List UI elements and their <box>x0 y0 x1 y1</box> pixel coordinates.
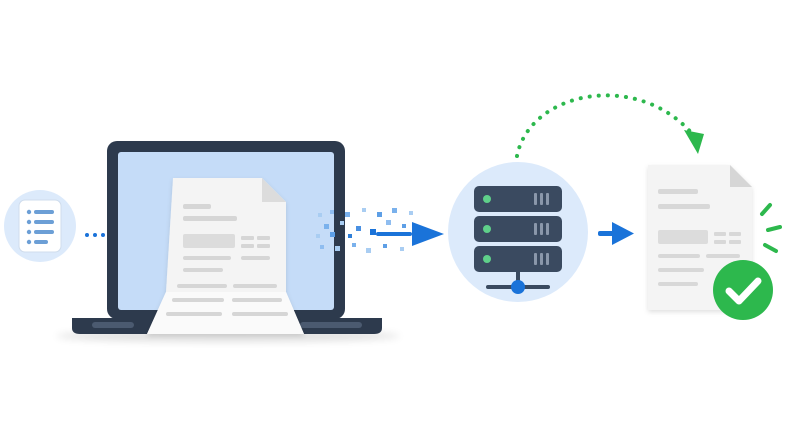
list-document-icon <box>18 199 62 253</box>
source-document-stage <box>4 190 76 262</box>
data-particles <box>316 208 413 253</box>
network-node-icon <box>511 280 525 294</box>
arrowhead-icon <box>684 130 704 154</box>
result-document-lines <box>658 189 741 286</box>
server-icon <box>474 186 562 294</box>
curved-arrow-server-to-result <box>515 93 704 158</box>
laptop-document-lines <box>166 204 288 316</box>
success-badge <box>713 260 773 320</box>
arrowhead-icon <box>412 222 444 246</box>
laptop-stage <box>56 141 400 342</box>
sparkle-icon <box>760 203 782 253</box>
arrow-server-to-result <box>598 222 634 245</box>
server-stage <box>448 162 588 302</box>
arrowhead-icon <box>612 222 634 245</box>
arrow-laptop-to-server <box>316 208 444 253</box>
result-stage <box>648 165 782 320</box>
checkmark-icon <box>725 277 762 305</box>
